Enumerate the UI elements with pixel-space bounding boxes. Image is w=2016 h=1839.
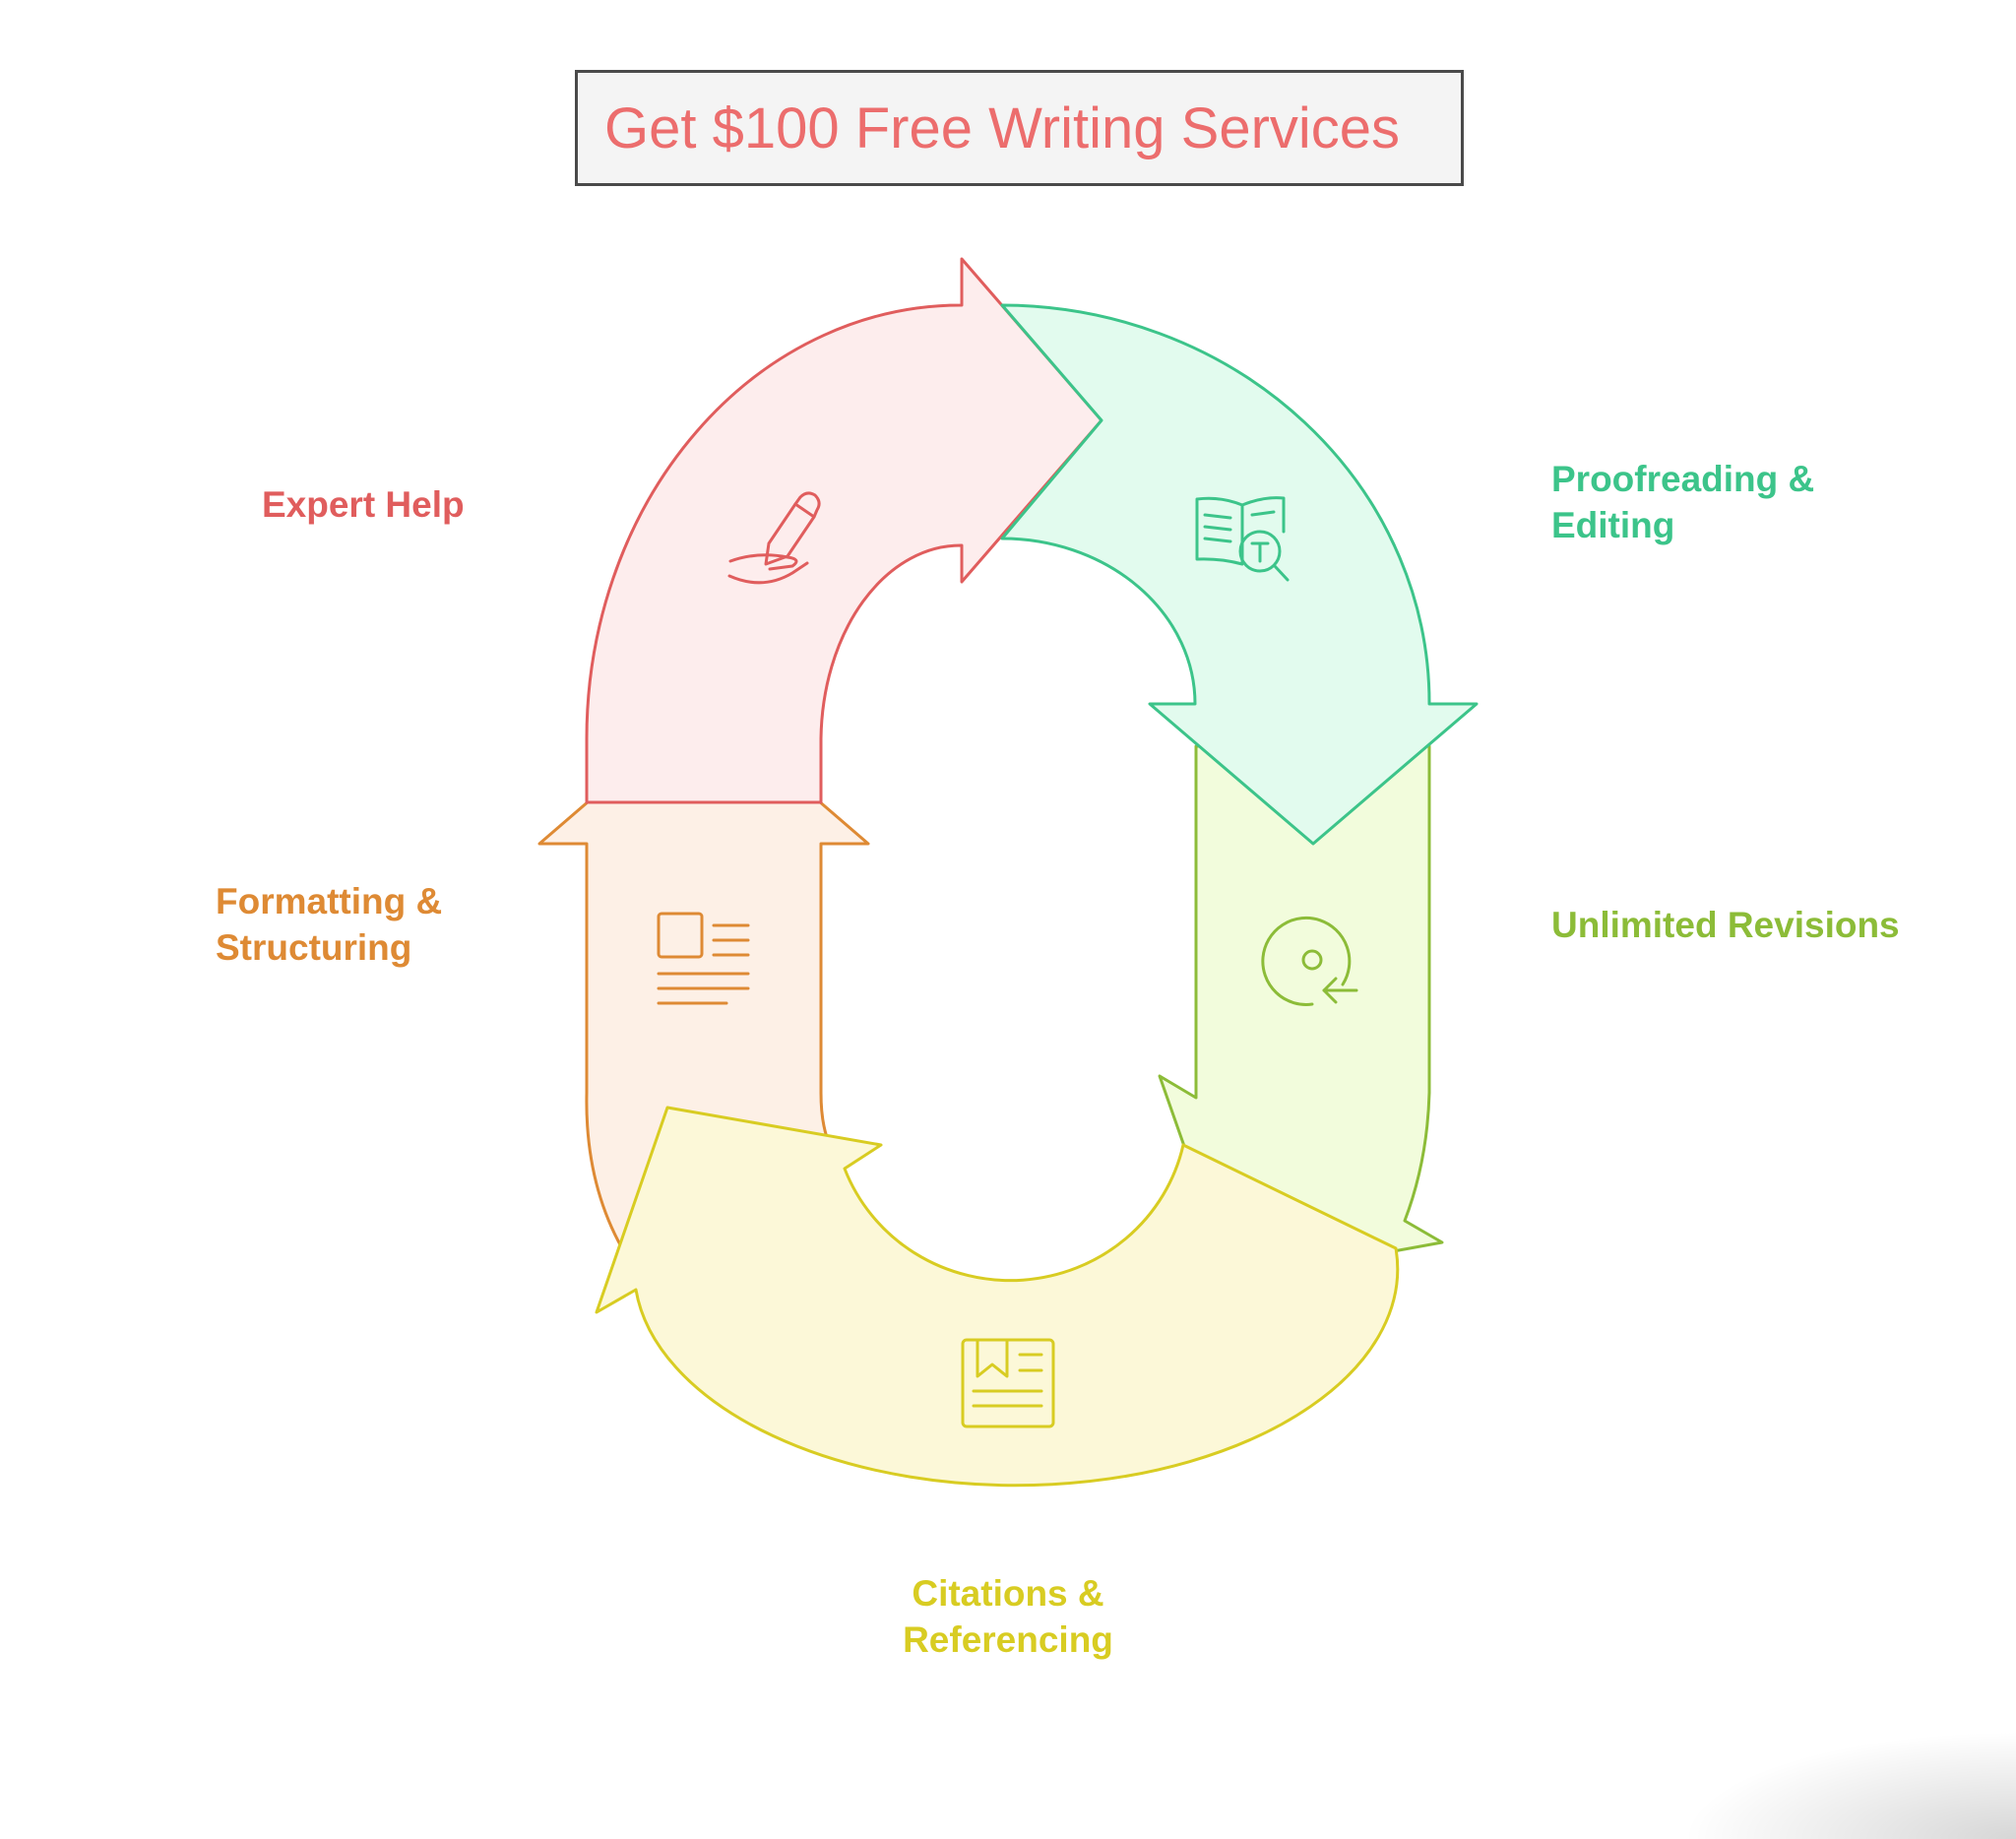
label-expert-help: Expert Help (262, 481, 465, 528)
label-unlimited-revisions: Unlimited Revisions (1551, 902, 1900, 948)
hand-pencil-icon (727, 491, 821, 585)
arrow-citations-referencing (595, 1106, 1400, 1488)
revision-cycle-icon (1261, 916, 1358, 1006)
arrow-expert-help (585, 257, 1103, 804)
layout-document-icon (657, 912, 750, 1005)
label-line: Editing (1551, 505, 1675, 545)
label-citations-referencing: Citations & Referencing (903, 1570, 1113, 1663)
label-line: Unlimited Revisions (1551, 905, 1900, 945)
page-title: Get $100 Free Writing Services (604, 95, 1401, 160)
arrow-proofreading-editing (1000, 303, 1479, 846)
label-line: Citations & (912, 1573, 1104, 1614)
label-line: Referencing (903, 1619, 1113, 1660)
title-banner: Get $100 Free Writing Services (575, 70, 1464, 186)
label-line: Proofreading & (1551, 459, 1815, 499)
book-text-search-icon (1195, 496, 1290, 582)
bookmark-document-icon (961, 1338, 1055, 1428)
label-line: Expert Help (262, 484, 465, 525)
corner-shadow (1681, 1731, 2016, 1839)
label-proofreading-editing: Proofreading & Editing (1551, 456, 1814, 548)
label-line: Structuring (216, 927, 412, 968)
label-line: Formatting & (216, 881, 443, 921)
label-formatting-structuring: Formatting & Structuring (216, 878, 442, 971)
